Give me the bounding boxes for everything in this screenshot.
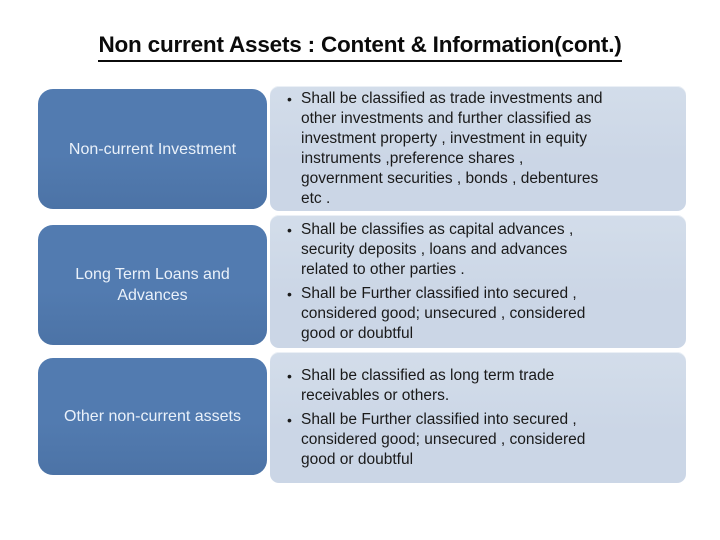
bullet-marker: • xyxy=(287,411,292,428)
description-panel-long-term-loans-and-advances: • Shall be classifies as capital advance… xyxy=(270,215,686,348)
category-box-long-term-loans-and-advances: Long Term Loans and Advances xyxy=(38,225,267,345)
bullet-item: • Shall be classified as long term trade… xyxy=(284,366,686,406)
category-box-label: Other non-current assets xyxy=(64,408,241,425)
bullet-item: • Shall be classified as trade investmen… xyxy=(284,89,686,209)
title-container: Non current Assets : Content & Informati… xyxy=(0,32,720,62)
slide-title: Non current Assets : Content & Informati… xyxy=(98,32,622,62)
category-box-label: Non-current Investment xyxy=(68,140,237,158)
bullet-text: Shall be Further classified into secured… xyxy=(301,284,586,342)
category-box-label: Long Term Loans and Advances xyxy=(75,266,230,304)
category-box-non-current-investment: Non-current Investment xyxy=(38,89,267,209)
description-panel-other-non-current-assets: • Shall be classified as long term trade… xyxy=(270,352,686,483)
bullet-text: Shall be Further classified into secured… xyxy=(301,410,586,468)
bullet-marker: • xyxy=(287,285,292,302)
category-box-other-non-current-assets: Other non-current assets xyxy=(38,358,267,475)
bullet-text: Shall be classified as long term trade r… xyxy=(301,366,555,404)
description-panel-non-current-investment: • Shall be classified as trade investmen… xyxy=(270,86,686,211)
bullet-item: • Shall be classifies as capital advance… xyxy=(284,220,686,280)
bullet-text: Shall be classifies as capital advances … xyxy=(301,220,574,278)
bullet-item: • Shall be Further classified into secur… xyxy=(284,410,686,470)
bullet-text: Shall be classified as trade investments… xyxy=(301,89,603,207)
bullet-marker: • xyxy=(287,367,292,384)
bullet-item: • Shall be Further classified into secur… xyxy=(284,284,686,344)
bullet-marker: • xyxy=(287,221,292,238)
bullet-marker: • xyxy=(287,90,292,107)
